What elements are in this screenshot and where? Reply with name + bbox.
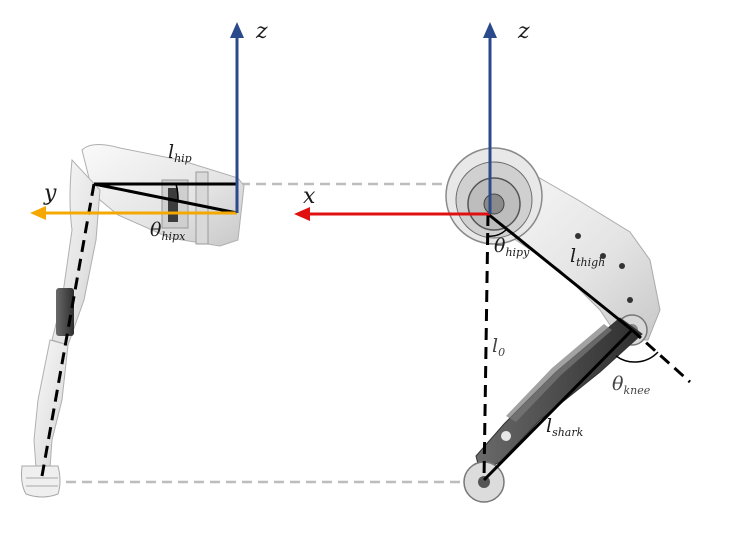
z-right-label: z (517, 19, 530, 44)
l-thigh-link (487, 212, 633, 332)
theta-hipx-label: θhipx (150, 219, 186, 243)
l-hip-link (93, 182, 238, 215)
l0-label: l0 (492, 335, 505, 359)
y-label: y (43, 181, 57, 206)
front-knee-dark (56, 288, 74, 336)
l-thigh-label: lthigh (570, 245, 605, 269)
theta-hipy-label: θhipy (494, 235, 530, 259)
z-axis-left-arrowhead (230, 22, 244, 38)
front-foot (21, 465, 61, 498)
y-axis-arrowhead (30, 206, 46, 220)
theta-knee-arc (615, 351, 659, 363)
l-shark-label: lshark (546, 415, 584, 439)
z-left-label: z (255, 19, 268, 44)
z-axis-right-arrowhead (483, 22, 497, 38)
x-label: x (303, 184, 316, 209)
theta-knee-label: θknee (612, 373, 651, 397)
front-view-leg (21, 22, 245, 498)
hip-motor-hub (483, 193, 505, 215)
front-leg-dashed-line (40, 183, 96, 477)
side-shank (475, 317, 643, 473)
l-hip-label: lhip (168, 141, 192, 165)
l-shark-link (482, 328, 634, 482)
side-view-leg (294, 22, 692, 503)
thigh-extension-dashed (630, 328, 692, 384)
side-shank-highlight (506, 324, 612, 422)
theta-hipx-arc (175, 183, 179, 202)
l0-dashed-line (482, 213, 490, 481)
x-axis-arrowhead (294, 207, 310, 221)
front-hip-dark-part (168, 188, 178, 222)
theta-hipy-arc (486, 229, 507, 237)
